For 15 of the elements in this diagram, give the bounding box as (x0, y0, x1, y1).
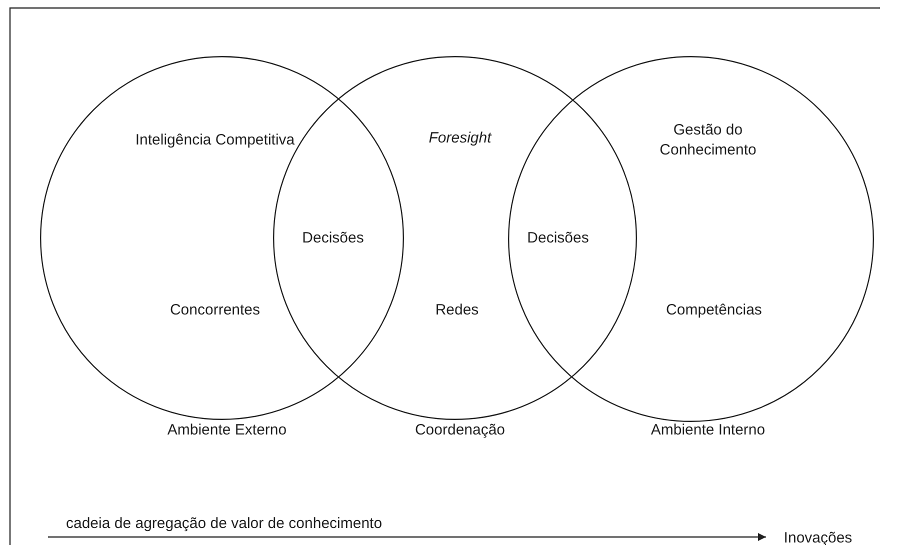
circle-caption: Coordenação (414, 420, 506, 440)
overlap-label: Decisões (527, 228, 589, 248)
circle-label: Concorrentes (170, 300, 260, 320)
circle-label: Foresight (428, 128, 492, 148)
edge-label: cadeia de agregação de valor de conhecimento (66, 515, 382, 533)
venn-circle (40, 56, 404, 420)
arrow (48, 533, 766, 541)
venn-circle (508, 56, 874, 422)
overlap-label: Decisões (302, 228, 364, 248)
circle-caption: Ambiente Externo (167, 420, 287, 440)
circle-caption: Ambiente Interno (650, 420, 766, 440)
circle-label: Gestão do Conhecimento (660, 120, 756, 160)
circle-label: Competências (666, 300, 762, 320)
circle-label: Inteligência Competitiva (135, 130, 295, 150)
circle-label: Redes (435, 300, 479, 320)
